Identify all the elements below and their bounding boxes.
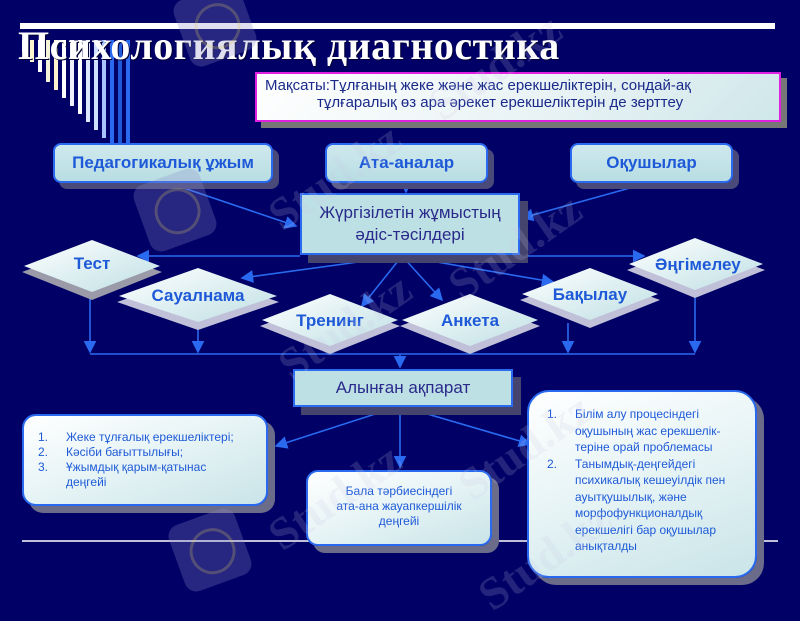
method-training: Тренинг [260,294,400,354]
outcome-right-list: 1.Білім алу процесіндегі оқушының жас ер… [547,406,747,555]
methods-box: Жүргізілетін жұмыстың әдіс-тәсілдері [300,193,520,255]
outcome-center-line: деңгейі [378,514,420,528]
method-label: Тест [73,254,111,273]
method-label: Тренинг [296,311,364,330]
source-parents: Ата-аналар [325,143,488,183]
outcome-center-line: ата-ана жауапкершілік [336,499,462,513]
methods-line-1: Жүргізілетін жұмыстың [319,203,501,222]
method-label: Сауалнама [151,286,245,305]
methods-line-2: әдіс-тәсілдері [355,225,465,244]
outcome-center-line: Бала тәрбиесіндегі [345,484,453,498]
title-top-rule [20,23,775,29]
outcome-center-box: Бала тәрбиесіндегі ата-ана жауапкершілік… [306,470,492,546]
source-label: Оқушылар [606,153,697,172]
goal-line-2: тұлғаралық өз ара әрекет ерекшеліктерін … [317,94,684,111]
source-students: Оқушылар [570,143,733,183]
source-pedagogical-staff: Педагогикалық ұжым [53,143,273,183]
method-label: Бақылау [552,285,628,304]
outcome-right-box: 1.Білім алу процесіндегі оқушының жас ер… [527,390,757,578]
outcome-left-list: 1.Жеке тұлғалық ерекшеліктері; 2.Кәсіби … [38,430,260,490]
result-label: Алынған ақпарат [335,378,471,397]
method-survey: Сауалнама [117,268,279,330]
list-item: 1.Жеке тұлғалық ерекшеліктері; [38,430,234,444]
list-item: 3.Ұжымдық қарым-қатынас деңгейі [38,460,207,489]
result-box: Алынған ақпарат [293,369,513,407]
method-questionnaire: Анкета [400,294,540,354]
goal-line-1: Мақсаты:Тұлғаның жеке және жас ерекшелік… [265,77,691,94]
connector-arrows [22,179,778,542]
method-observation: Бақылау [520,268,660,328]
method-test: Тест [22,240,162,300]
goal-box: Мақсаты:Тұлғаның жеке және жас ерекшелік… [255,72,781,122]
list-item: 1.Білім алу процесіндегі оқушының жас ер… [547,407,721,454]
method-label: Анкета [440,311,500,330]
source-label: Педагогикалық ұжым [72,153,254,172]
source-label: Ата-аналар [358,153,455,172]
page-title: Психологиялық диагностика [18,23,560,68]
list-item: 2.Танымдық-деңгейдегі психикалық кешеуіл… [547,456,726,554]
method-label: Әңгімелеу [655,255,741,274]
list-item: 2.Кәсіби бағыттылығы; [38,445,184,459]
method-conversation: Әңгімелеу [627,238,767,298]
outcome-left-box: 1.Жеке тұлғалық ерекшеліктері; 2.Кәсіби … [22,414,268,506]
